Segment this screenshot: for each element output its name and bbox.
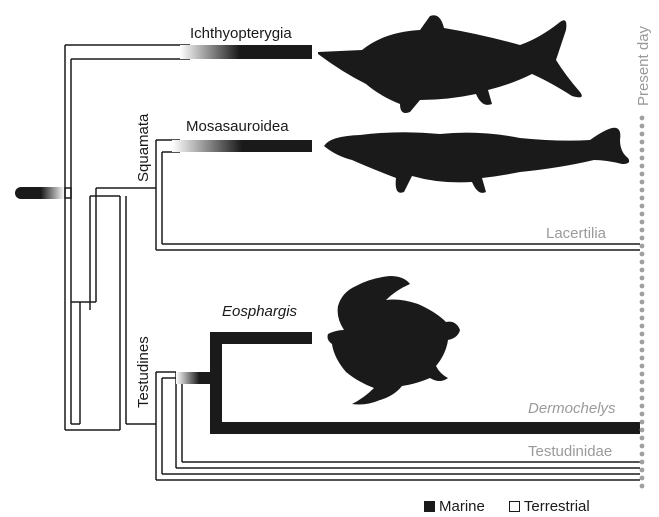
legend: Marine Terrestrial	[424, 498, 590, 515]
present-day-dot	[640, 268, 645, 273]
present-day-dot	[640, 172, 645, 177]
present-day-dot	[640, 124, 645, 129]
present-day-dot	[640, 332, 645, 337]
present-day-dot	[640, 380, 645, 385]
present-day-dot	[640, 460, 645, 465]
taxon-label-lacertilia: Lacertilia	[546, 226, 606, 241]
legend-item-marine: Marine	[424, 498, 485, 515]
present-day-dot	[640, 132, 645, 137]
present-day-dot	[640, 356, 645, 361]
present-day-dot	[640, 396, 645, 401]
present-day-dot	[640, 212, 645, 217]
clade-label-testudines: Testudines	[136, 336, 151, 408]
present-day-dot	[640, 196, 645, 201]
present-day-dot	[640, 308, 645, 313]
present-day-dot	[640, 444, 645, 449]
root-stem	[15, 187, 71, 199]
taxon-label-testudinidae: Testudinidae	[528, 444, 612, 459]
present-day-dot	[640, 316, 645, 321]
clade-label-squamata: Squamata	[136, 114, 151, 182]
legend-label-marine: Marine	[439, 498, 485, 515]
terrestrial-swatch	[509, 501, 520, 512]
present-day-dot	[640, 412, 645, 417]
present-day-dot	[640, 140, 645, 145]
present-day-dot	[640, 340, 645, 345]
sea-turtle-silhouette	[328, 276, 461, 405]
present-day-dot	[640, 484, 645, 489]
present-day-dot	[640, 404, 645, 409]
present-day-dot	[640, 300, 645, 305]
present-day-dot	[640, 388, 645, 393]
present-day-dot	[640, 244, 645, 249]
present-day-dot	[640, 180, 645, 185]
present-day-dot	[640, 148, 645, 153]
present-day-dot	[640, 188, 645, 193]
present-day-dot	[640, 476, 645, 481]
present-day-dot	[640, 364, 645, 369]
present-day-dot	[640, 204, 645, 209]
ichthyosaur-silhouette	[318, 15, 582, 113]
present-day-dot	[640, 436, 645, 441]
present-day-dot	[640, 252, 645, 257]
present-day-line	[640, 116, 645, 489]
taxon-label-dermochelys: Dermochelys	[528, 401, 616, 416]
present-day-dot	[640, 292, 645, 297]
present-day-dot	[640, 116, 645, 121]
present-day-dot	[640, 428, 645, 433]
present-day-dot	[640, 156, 645, 161]
legend-label-terrestrial: Terrestrial	[524, 498, 590, 515]
present-day-dot	[640, 284, 645, 289]
present-day-dot	[640, 220, 645, 225]
present-day-label: Present day	[636, 26, 651, 106]
taxon-label-eosphargis: Eosphargis	[222, 304, 297, 319]
present-day-dot	[640, 420, 645, 425]
present-day-dot	[640, 372, 645, 377]
present-day-dot	[640, 164, 645, 169]
present-day-dot	[640, 452, 645, 457]
marine-swatch	[424, 501, 435, 512]
mosasaur-silhouette	[324, 128, 629, 193]
present-day-dot	[640, 236, 645, 241]
present-day-dot	[640, 468, 645, 473]
present-day-dot	[640, 228, 645, 233]
present-day-dot	[640, 276, 645, 281]
taxon-label-ichthyopterygia: Ichthyopterygia	[190, 26, 292, 41]
legend-item-terrestrial: Terrestrial	[509, 498, 590, 515]
present-day-dot	[640, 324, 645, 329]
taxon-label-mosasauroidea: Mosasauroidea	[186, 119, 289, 134]
present-day-dot	[640, 348, 645, 353]
present-day-dot	[640, 260, 645, 265]
